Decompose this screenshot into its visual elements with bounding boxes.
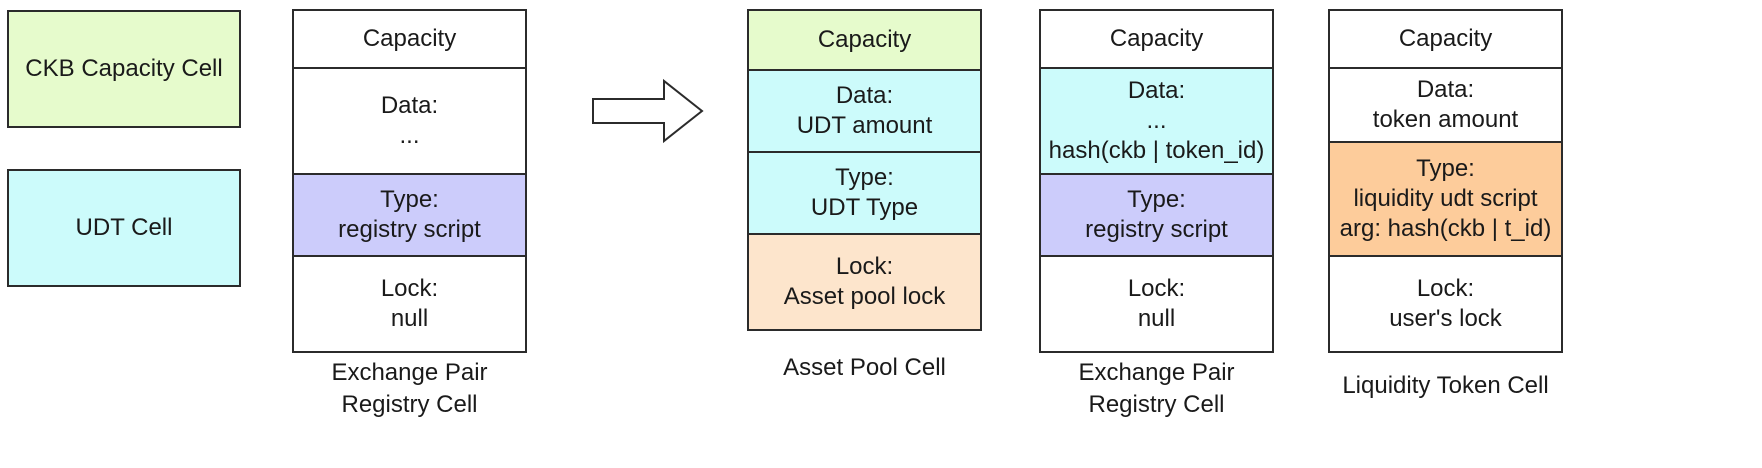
lock-field: Lock: null — [294, 255, 525, 351]
data-field: Data: UDT amount — [749, 69, 980, 151]
liquidity-token-cell: Capacity Data: token amount Type: liquid… — [1328, 9, 1563, 353]
udt-cell-legend: UDT Cell — [7, 169, 241, 287]
type-field: Type: registry script — [294, 173, 525, 255]
capacity-field: Capacity — [1330, 11, 1561, 67]
right-arrow-icon — [592, 78, 704, 144]
udt-cell-label: UDT Cell — [75, 214, 173, 241]
data-field: Data: ... hash(ckb | token_id) — [1041, 67, 1272, 173]
exchange-pair-registry-cell-left: Capacity Data: ... Type: registry script… — [292, 9, 527, 353]
data-field: Data: token amount — [1330, 67, 1561, 141]
data-field: Data: ... — [294, 67, 525, 173]
liquidity-token-caption: Liquidity Token Cell — [1342, 372, 1549, 399]
type-field: Type: registry script — [1041, 173, 1272, 255]
lock-field: Lock: Asset pool lock — [749, 233, 980, 329]
capacity-field: Capacity — [749, 11, 980, 69]
asset-pool-cell: Capacity Data: UDT amount Type: UDT Type… — [747, 9, 982, 331]
capacity-field: Capacity — [1041, 11, 1272, 67]
ckb-capacity-cell-legend: CKB Capacity Cell — [7, 10, 241, 128]
lock-field: Lock: user's lock — [1330, 255, 1561, 351]
type-field: Type: UDT Type — [749, 151, 980, 233]
lock-field: Lock: null — [1041, 255, 1272, 351]
asset-pool-caption: Asset Pool Cell — [783, 354, 946, 381]
capacity-field: Capacity — [294, 11, 525, 67]
type-field: Type: liquidity udt script arg: hash(ckb… — [1330, 141, 1561, 255]
exchange-pair-registry-cell-right: Capacity Data: ... hash(ckb | token_id) … — [1039, 9, 1274, 353]
ckb-capacity-cell-label: CKB Capacity Cell — [25, 55, 223, 82]
exchange-pair-registry-caption-left: Exchange Pair Registry Cell — [331, 359, 488, 418]
exchange-pair-registry-caption-right: Exchange Pair Registry Cell — [1078, 359, 1235, 418]
